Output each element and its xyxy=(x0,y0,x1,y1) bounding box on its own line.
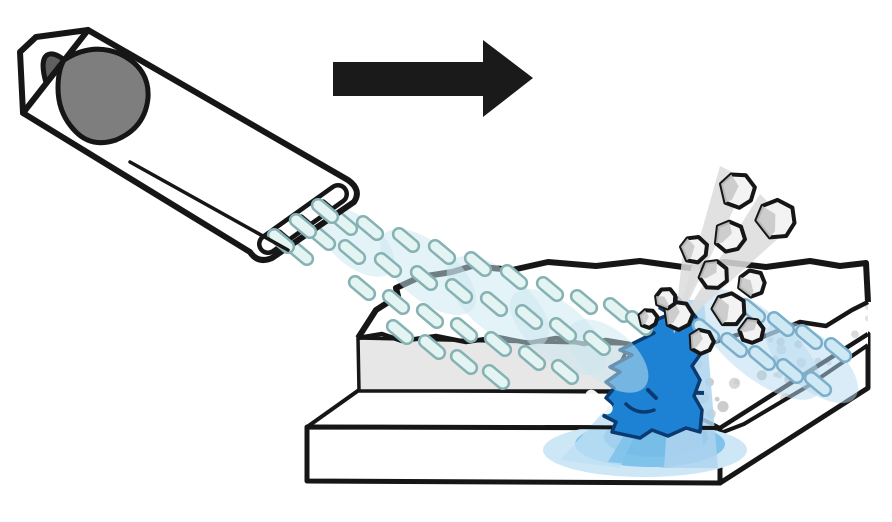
spray-pellet xyxy=(803,370,833,398)
splash-highlight-capsule xyxy=(585,389,613,415)
spray-pellet xyxy=(449,316,479,344)
spray-pellet xyxy=(747,344,777,372)
nozzle-cap xyxy=(55,46,151,146)
debris-rock xyxy=(710,291,747,327)
spray-pellet xyxy=(415,302,445,330)
debris-rock-facet xyxy=(712,297,729,325)
debris-rock xyxy=(688,327,716,356)
pebble xyxy=(866,391,868,397)
spray-pellet xyxy=(373,251,403,279)
spray-pellet xyxy=(548,316,578,344)
spray-pellet xyxy=(417,333,447,361)
spray-pellet xyxy=(310,197,340,225)
spray-pellet xyxy=(463,250,493,278)
spray-pellet xyxy=(517,344,547,372)
debris-rock-facet xyxy=(690,329,703,349)
rough-back-edge xyxy=(355,258,871,340)
spray-pellet xyxy=(479,290,509,318)
pebble xyxy=(864,315,868,322)
pebble xyxy=(728,377,741,389)
debris-rock xyxy=(713,219,747,254)
debris-rock xyxy=(697,259,729,290)
debris-rock-facet xyxy=(739,277,754,297)
pebble xyxy=(714,396,720,402)
spray-pellet xyxy=(449,348,479,376)
debris-rock xyxy=(637,308,660,330)
pebble xyxy=(861,397,868,407)
nozzle-inner-line xyxy=(128,160,290,252)
debris-rock xyxy=(737,317,766,345)
debris-rock-facet xyxy=(681,238,695,261)
spray-pellet xyxy=(766,310,796,338)
spray-pellet xyxy=(569,288,599,316)
pebble xyxy=(844,428,856,440)
spray-glow xyxy=(765,320,859,404)
debris-rock-facet xyxy=(656,296,669,309)
debris-rock-facet xyxy=(699,261,717,279)
debris-trail xyxy=(673,166,748,333)
spray-pellet xyxy=(535,275,565,303)
spray-pellet xyxy=(550,358,580,386)
debris-rock-layer xyxy=(637,172,797,356)
spray-pellet xyxy=(719,331,749,359)
debris-rock-facet xyxy=(715,221,732,244)
spray-pellet xyxy=(409,264,439,292)
spray-pellet xyxy=(444,277,474,305)
spray-pellet-layer xyxy=(285,209,853,398)
debris-rock xyxy=(679,235,709,265)
pebble xyxy=(851,330,859,339)
spray-pellet xyxy=(483,330,513,358)
debris-rock-facet xyxy=(739,319,758,333)
pebble xyxy=(851,420,860,429)
spray-pellet xyxy=(347,274,377,302)
spray-pellet xyxy=(514,303,544,331)
spray-pellet xyxy=(288,212,318,240)
spray-pellet xyxy=(499,263,529,291)
pebble xyxy=(717,401,729,413)
direction-arrow-icon xyxy=(333,40,533,117)
spray-pellet xyxy=(775,357,805,385)
debris-rock xyxy=(737,268,767,299)
pebble xyxy=(853,407,862,416)
spray-pellet xyxy=(427,238,457,266)
spray-pellet xyxy=(381,288,411,316)
spray-pellet xyxy=(391,226,421,254)
spray-pellet xyxy=(355,214,385,242)
splash-detail-tick xyxy=(646,388,658,400)
debris-rock-facet xyxy=(756,205,776,238)
spray-pellet xyxy=(823,336,853,364)
debris-rock-facet xyxy=(721,174,739,203)
pebble xyxy=(805,437,812,441)
splash-group xyxy=(543,296,747,477)
debris-rock xyxy=(654,287,678,311)
spray-pellet xyxy=(794,323,824,351)
spray-pellet xyxy=(385,318,415,346)
debris-rock xyxy=(754,197,797,240)
spray-pellet xyxy=(337,238,367,266)
debris-rock xyxy=(719,172,757,210)
debris-rock-facet xyxy=(639,310,649,326)
splash-detail-curve xyxy=(624,402,656,414)
spray-pellet xyxy=(582,329,612,357)
spray-pellet xyxy=(481,363,511,391)
nozzle xyxy=(17,27,360,263)
pebble xyxy=(834,412,845,423)
